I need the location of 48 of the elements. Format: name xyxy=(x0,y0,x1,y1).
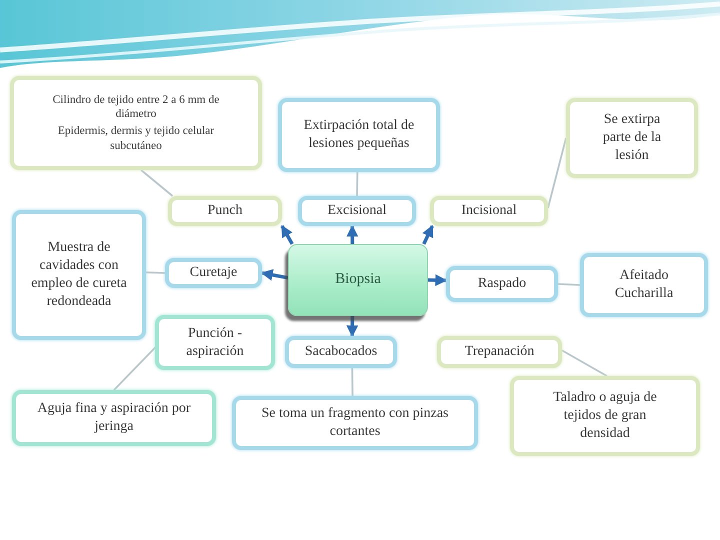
connector-line xyxy=(146,272,166,274)
description-box xyxy=(580,253,708,317)
description-box xyxy=(566,98,698,178)
description-box xyxy=(12,210,146,340)
description-text: Extirpación total de lesiones pequeñas xyxy=(302,117,416,153)
description-text: Cilindro de tejido entre 2 a 6 mm de diámetro xyxy=(52,92,220,122)
topic-label: Punción - aspiración xyxy=(185,324,245,360)
central-box xyxy=(288,244,428,316)
topic-label: Punch xyxy=(208,202,242,220)
description-text: Se toma un fragmento con pinzas cortantes xyxy=(260,405,450,441)
topic-box xyxy=(446,266,558,302)
topic-box xyxy=(165,258,262,288)
arrow xyxy=(346,224,358,244)
topic-box xyxy=(430,196,548,226)
description-box xyxy=(12,390,216,446)
topic-box xyxy=(285,336,397,368)
topic-box xyxy=(168,196,282,226)
description-box xyxy=(510,376,700,456)
arrow xyxy=(280,224,294,245)
topic-box xyxy=(298,196,416,226)
central-label: Biopsia xyxy=(335,270,381,290)
topic-label: Curetaje xyxy=(190,264,238,282)
connector-line xyxy=(351,368,354,396)
topic-label: Sacabocados xyxy=(304,343,378,361)
arrow xyxy=(346,316,358,338)
description-text: Muestra de cavidades con empleo de cureta redondeada xyxy=(30,239,128,311)
topic-label: Incisional xyxy=(461,202,517,220)
topic-box xyxy=(155,315,275,370)
arrow xyxy=(422,224,434,245)
description-text: Epidermis, dermis y tejido celular subcutáneo xyxy=(56,124,216,154)
connector-line xyxy=(547,138,567,208)
description-text: Se extirpa parte de la lesión xyxy=(602,111,662,165)
arrow xyxy=(428,274,448,286)
topic-label: Excisional xyxy=(327,202,387,220)
description-text: Aguja fina y aspiración por jeringa xyxy=(36,400,192,436)
topic-label: Trepanación xyxy=(464,343,534,361)
description-text: Afeitado Cucharilla xyxy=(614,267,674,303)
description-box xyxy=(10,76,262,170)
connector-line xyxy=(558,283,580,286)
topic-box xyxy=(437,336,562,368)
description-box xyxy=(278,98,440,172)
description-box xyxy=(232,396,478,450)
connector-line xyxy=(562,350,608,377)
topic-label: Raspado xyxy=(478,275,526,293)
arrow xyxy=(260,269,288,281)
connector-line xyxy=(356,172,358,196)
description-text: Taladro o aguja de tejidos de gran densidad xyxy=(552,389,658,443)
connector-line xyxy=(140,169,174,197)
